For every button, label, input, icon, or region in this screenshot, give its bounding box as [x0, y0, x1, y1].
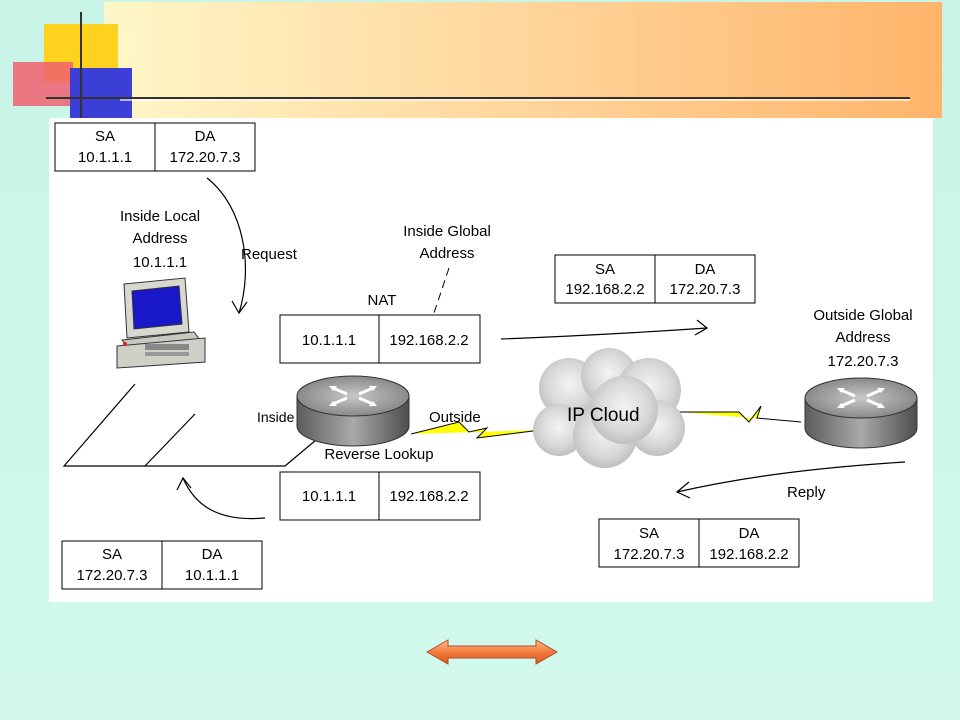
nat-table: NAT 10.1.1.1 192.168.2.2 [279, 292, 481, 364]
outside-global-line2: Address [835, 329, 890, 346]
inside-local-line2: Address [132, 230, 187, 247]
nat-inside-local: 10.1.1.1 [302, 332, 356, 349]
inside-global-line1: Inside Global [403, 223, 491, 240]
inside-global-label: Inside Global Address [403, 223, 491, 329]
packet-da-value: 172.20.7.3 [170, 149, 241, 166]
nat-table-title: NAT [368, 292, 397, 309]
request-arrow: Request [206, 177, 298, 315]
packet-reply-out: SA 172.20.7.3 DA 10.1.1.1 [61, 540, 263, 590]
inside-local-line3: 10.1.1.1 [133, 254, 187, 271]
packet-sa-label: SA [595, 261, 615, 278]
reverse-lookup-table: Reverse Lookup 10.1.1.1 192.168.2.2 [279, 446, 481, 521]
outside-label: Outside [429, 409, 481, 426]
outside-global-line3: 172.20.7.3 [828, 353, 899, 370]
packet-request-out: SA 192.168.2.2 DA 172.20.7.3 [554, 254, 756, 304]
outbound-arrow [500, 319, 709, 340]
outside-global-line1: Outside Global [813, 307, 912, 324]
reverse-inside-local: 10.1.1.1 [302, 488, 356, 505]
wan-link-left [410, 421, 542, 439]
packet-sa-label: SA [102, 546, 122, 563]
packet-da-label: DA [195, 128, 216, 145]
inside-local-label: Inside Local Address 10.1.1.1 [120, 208, 200, 271]
packet-da-label: DA [739, 525, 760, 542]
nat-diagram: SA 10.1.1.1 DA 172.20.7.3 Inside Local A… [49, 118, 933, 602]
nat-router-icon [295, 374, 411, 448]
request-label: Request [241, 246, 298, 263]
decor-vertical-rule [80, 12, 82, 122]
inside-global-line2: Address [419, 245, 474, 262]
packet-da-label: DA [202, 546, 223, 563]
outside-router-icon [803, 376, 919, 450]
packet-da-label: DA [695, 261, 716, 278]
packet-request-in: SA 10.1.1.1 DA 172.20.7.3 [54, 122, 256, 172]
packet-sa-value: 172.20.7.3 [77, 567, 148, 584]
packet-reply-in: SA 172.20.7.3 DA 192.168.2.2 [598, 518, 800, 568]
nat-inside-global: 192.168.2.2 [389, 332, 468, 349]
packet-sa-value: 172.20.7.3 [614, 546, 685, 563]
reply-arrow: Reply [675, 461, 906, 501]
packet-sa-value: 10.1.1.1 [78, 149, 132, 166]
packet-sa-label: SA [95, 128, 115, 145]
nav-double-arrow-icon[interactable] [425, 638, 559, 671]
ip-cloud-icon: IP Cloud [533, 348, 685, 468]
reply-label: Reply [787, 484, 826, 501]
inbound-arrow [176, 476, 266, 520]
decor-red-square [13, 62, 73, 106]
outside-global-label: Outside Global Address 172.20.7.3 [813, 307, 912, 370]
wan-link-right [679, 405, 802, 423]
packet-da-value: 192.168.2.2 [709, 546, 788, 563]
ip-cloud-label: IP Cloud [567, 405, 640, 426]
decor-horizontal-rule [46, 97, 910, 99]
packet-sa-label: SA [639, 525, 659, 542]
packet-sa-value: 192.168.2.2 [565, 281, 644, 298]
pc-icon [116, 277, 206, 369]
packet-da-value: 10.1.1.1 [185, 567, 239, 584]
reverse-inside-global: 192.168.2.2 [389, 488, 468, 505]
decor-horizontal-highlight [120, 99, 910, 101]
inside-label: Inside [257, 409, 295, 425]
reverse-table-title: Reverse Lookup [324, 446, 433, 463]
inside-local-line1: Inside Local [120, 208, 200, 225]
packet-da-value: 172.20.7.3 [670, 281, 741, 298]
